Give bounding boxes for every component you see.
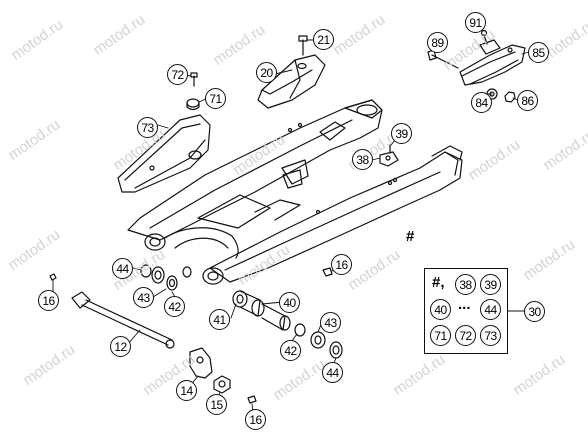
- pivot-axle: [71, 291, 175, 349]
- kit-hash-label: #,: [432, 274, 445, 291]
- plate-part-14: [189, 347, 213, 379]
- kit-item-38: 38: [455, 274, 476, 295]
- screw-part-91: [480, 29, 488, 45]
- callout-86: 86: [517, 90, 538, 111]
- screw-part-16-left: [49, 273, 57, 281]
- callout-40: 40: [279, 292, 300, 313]
- screw-part-72: [190, 72, 198, 87]
- callout-14: 14: [176, 380, 197, 401]
- kit-item-71: 71: [430, 325, 451, 346]
- kit-item-72: 72: [455, 325, 476, 346]
- callout-39: 39: [391, 123, 412, 144]
- callout-85: 85: [528, 42, 549, 63]
- left-bearing-stack: [140, 264, 192, 291]
- swingarm: [127, 99, 463, 285]
- callout-72: 72: [167, 64, 188, 85]
- right-pivot-parts: [232, 290, 343, 359]
- callout-38: 38: [352, 149, 373, 170]
- chain-guide-bracket: [257, 54, 326, 109]
- nut-part-15: [213, 375, 231, 394]
- callout-15: 15: [206, 394, 227, 415]
- callout-12: 12: [110, 336, 131, 357]
- callout-42-left: 42: [164, 296, 185, 317]
- callout-91: 91: [465, 12, 486, 33]
- kit-ellipsis: ...: [458, 296, 471, 313]
- swingarm-hash-marker: #: [406, 228, 415, 245]
- kit-item-39: 39: [480, 274, 501, 295]
- bolt-part-89: [427, 49, 459, 69]
- kit-item-44: 44: [480, 299, 501, 320]
- small-bracket: [282, 169, 303, 189]
- callout-30: 30: [524, 301, 545, 322]
- screw-part-21: [298, 35, 308, 56]
- callout-89: 89: [427, 32, 448, 53]
- callout-42-right: 42: [280, 340, 301, 361]
- kit-item-40: 40: [430, 299, 451, 320]
- callout-20: 20: [256, 62, 277, 83]
- callout-44-right: 44: [322, 362, 343, 383]
- chain-guide: [459, 39, 526, 86]
- cap-part-16-center: [322, 267, 333, 277]
- callout-44-left: 44: [112, 258, 133, 279]
- callout-21: 21: [313, 29, 334, 50]
- callout-16-center: 16: [331, 254, 352, 275]
- callout-43-right: 43: [320, 312, 341, 333]
- kit-item-73: 73: [480, 325, 501, 346]
- callout-71: 71: [205, 88, 226, 109]
- nut-part-71: [186, 98, 200, 111]
- callout-41: 41: [209, 309, 230, 330]
- cap-part-16-bottom: [247, 395, 257, 404]
- callout-43-left: 43: [133, 287, 154, 308]
- chain-slider: [117, 114, 211, 193]
- callout-16-bottom: 16: [245, 409, 266, 430]
- nut-part-86: [504, 91, 516, 103]
- callout-73: 73: [137, 117, 158, 138]
- callout-16-left: 16: [38, 290, 59, 311]
- bracket-part-38: [379, 151, 399, 167]
- callout-84: 84: [471, 92, 492, 113]
